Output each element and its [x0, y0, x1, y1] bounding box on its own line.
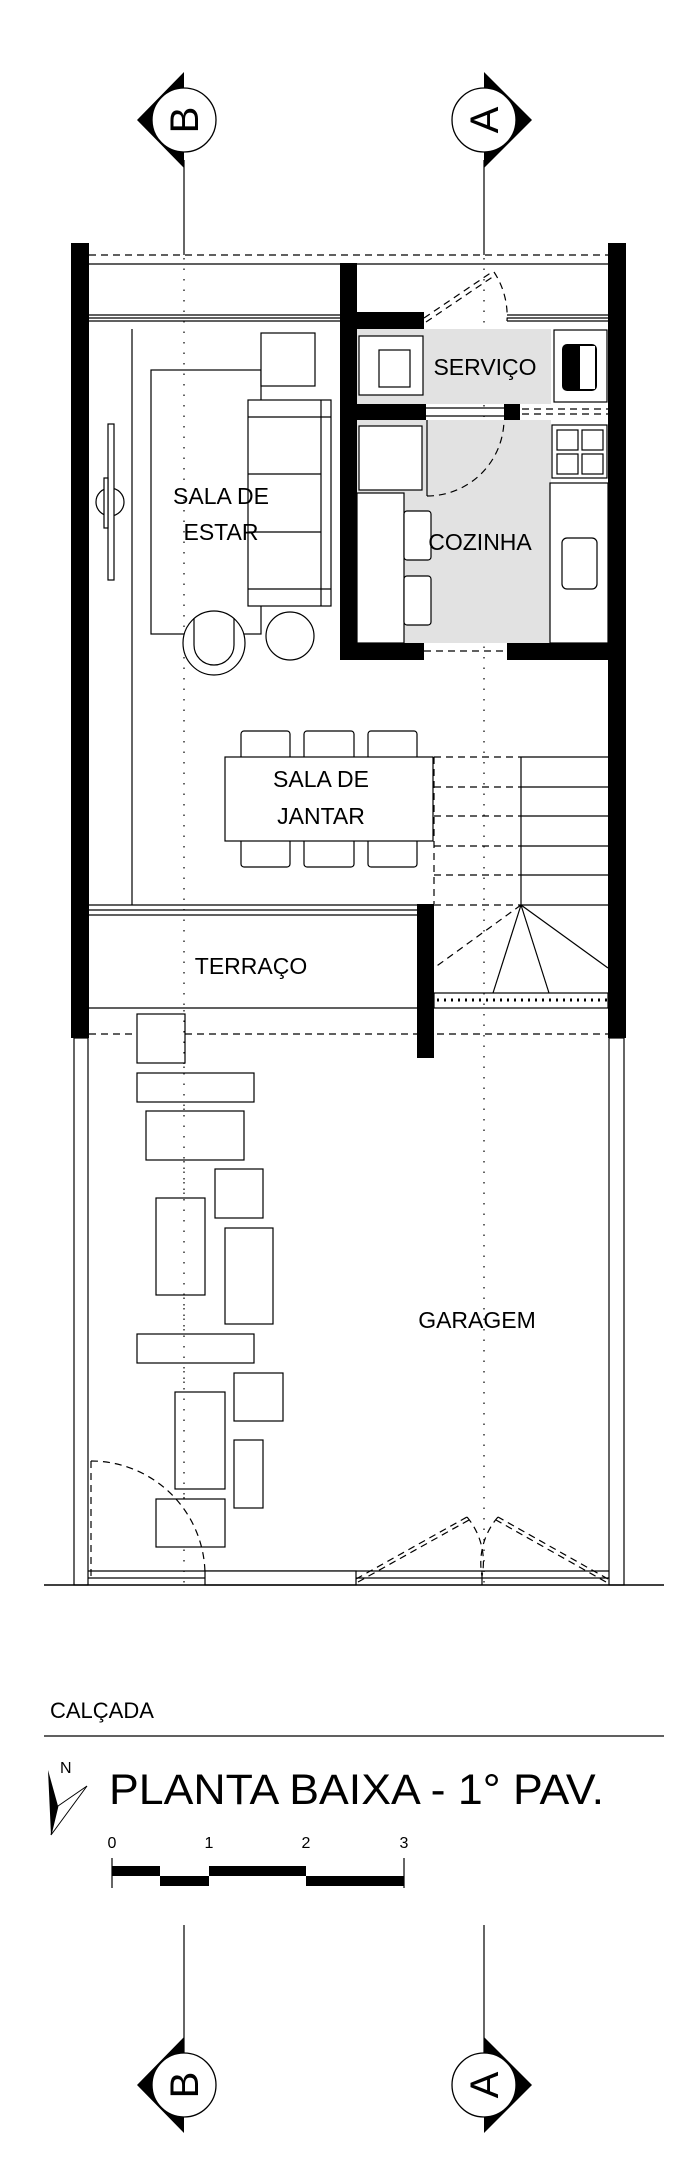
round-side-table: [265, 611, 315, 661]
section-marker-a-bottom[interactable]: A: [451, 2037, 532, 2133]
stove: [551, 424, 608, 479]
section-letter-a: A: [463, 106, 507, 133]
scale-label-0: 0: [108, 1835, 117, 1852]
stool: [403, 510, 432, 561]
room-label-garagem: GARAGEM: [418, 1307, 536, 1333]
side-table: [260, 332, 316, 387]
room-label-sala-jantar-line1: SALA DE: [273, 766, 369, 792]
scale-label-1: 1: [205, 1835, 214, 1852]
street-label: CALÇADA: [50, 1698, 154, 1723]
glass-wall-top: [89, 314, 608, 322]
section-marker-b-top[interactable]: B: [137, 72, 217, 168]
front-facade: [88, 1570, 609, 1586]
scale-bar: 0 1 2 3: [108, 1835, 409, 1888]
garage-gate[interactable]: [355, 1516, 609, 1583]
section-marker-a-top[interactable]: A: [451, 72, 532, 168]
section-letter-b: B: [163, 2072, 207, 2099]
walls: [71, 243, 626, 1058]
kitchen-counter-left: [356, 492, 405, 644]
kitchen-window: [426, 407, 608, 417]
kitchen-door-swing[interactable]: [426, 419, 505, 497]
pedestrian-door[interactable]: [90, 1460, 206, 1576]
armchair: [182, 610, 246, 676]
north-arrow-icon: N: [48, 1760, 88, 1836]
laundry-sink: [553, 329, 608, 403]
scale-label-2: 2: [302, 1835, 311, 1852]
staircase[interactable]: [433, 756, 609, 1009]
dining-chairs: [240, 730, 418, 868]
room-label-sala-estar-line1: SALA DE: [173, 483, 269, 509]
room-label-sala-jantar-line2: JANTAR: [277, 803, 365, 829]
room-label-cozinha: COZINHA: [428, 529, 532, 555]
terrace-glass: [89, 904, 417, 916]
room-label-sala-estar-line2: ESTAR: [184, 519, 259, 545]
stool: [403, 575, 432, 626]
scale-label-3: 3: [400, 1835, 409, 1852]
dining-table: [224, 756, 434, 842]
washing-machine: [358, 335, 424, 396]
section-marker-b-bottom[interactable]: B: [137, 2037, 217, 2133]
section-letter-a: A: [463, 2071, 507, 2098]
north-label: N: [60, 1760, 72, 1777]
drawing-title: PLANTA BAIXA - 1° PAV.: [109, 1766, 604, 1814]
garage-walls: [73, 1037, 625, 1586]
garden-planters: [136, 1013, 284, 1548]
kitchen-sink: [561, 537, 598, 590]
fridge: [358, 425, 423, 491]
room-label-servico: SERVIÇO: [433, 354, 536, 380]
sofa: [247, 399, 332, 607]
service-door[interactable]: [423, 271, 508, 323]
room-label-terraco: TERRAÇO: [195, 953, 307, 979]
section-letter-b: B: [163, 107, 207, 134]
tv-panel: [95, 423, 125, 581]
